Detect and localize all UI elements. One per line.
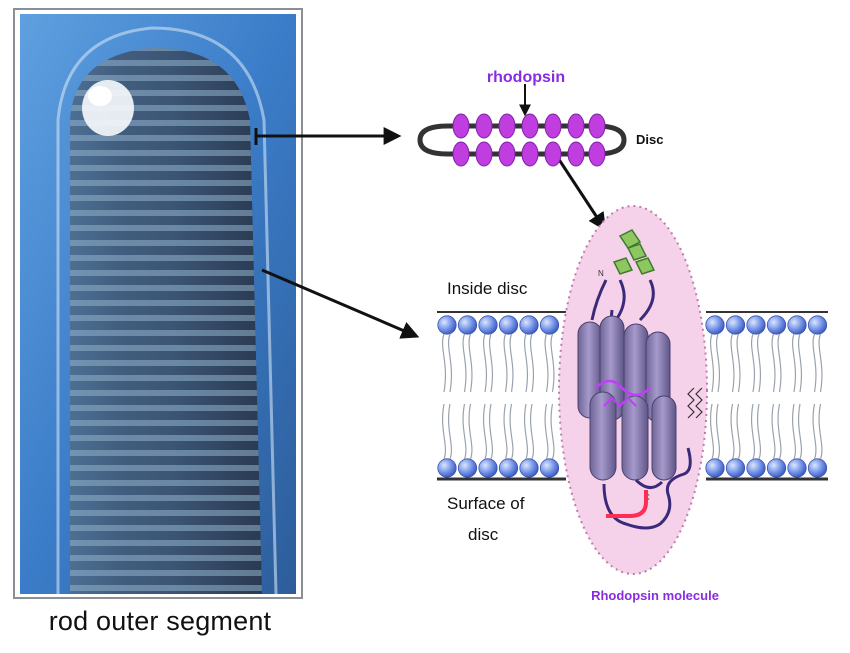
lipid-head <box>705 315 725 335</box>
lipid-tails <box>441 333 823 460</box>
lipid-head <box>457 458 478 478</box>
lipid-head <box>725 315 746 335</box>
lipid-tail <box>462 333 467 393</box>
lipid-head <box>787 315 807 335</box>
lipid-tail <box>791 403 797 460</box>
lipid-head <box>539 315 560 335</box>
c-terminus-tail <box>605 490 648 518</box>
lipid-tail <box>771 403 776 460</box>
lipid-tail <box>488 403 494 460</box>
surface-of-disc-label-line1: Surface of <box>447 494 525 513</box>
lipid-tail <box>468 403 473 460</box>
lipid-tail <box>771 333 776 393</box>
lipid-head <box>705 458 725 478</box>
disc-bottom-rhodopsins <box>452 141 606 167</box>
palmitoyl-zigzag-icon <box>687 387 703 419</box>
lipid-head <box>498 315 519 335</box>
lipid-head <box>807 458 828 478</box>
lipid-tail <box>730 403 735 460</box>
lipid-tail <box>812 333 817 393</box>
lipid-tail <box>818 403 823 460</box>
transmembrane-helices <box>577 315 677 481</box>
lipid-head <box>519 315 539 335</box>
lipid-head <box>498 458 519 478</box>
lipid-tail <box>550 403 555 460</box>
lipid-tail <box>736 333 741 393</box>
disc-diagram <box>417 113 627 167</box>
sugar-chain-icon <box>612 229 656 275</box>
lipid-tail <box>709 333 715 393</box>
lipid-tail <box>715 403 721 460</box>
lipid-tail <box>529 403 535 460</box>
surface-of-disc-label-line2: disc <box>468 525 499 544</box>
disc-label: Disc <box>636 132 663 147</box>
lipid-heads-left-top <box>437 315 560 335</box>
lipid-tail <box>544 333 549 393</box>
lipid-tail <box>756 403 762 460</box>
lipid-tail <box>482 403 488 460</box>
arrows <box>254 84 606 339</box>
lipid-head <box>746 315 766 335</box>
lipid-heads-right-top <box>705 315 828 335</box>
lipid-tail <box>441 403 447 460</box>
lipid-tail <box>447 403 453 460</box>
lipid-tail <box>482 333 488 393</box>
lipid-tail <box>736 403 741 460</box>
lipid-tail <box>709 403 715 460</box>
lipid-head <box>437 315 457 335</box>
lipid-tail <box>509 403 514 460</box>
lipid-tail <box>777 403 782 460</box>
lipid-tail <box>730 333 735 393</box>
lipid-head <box>787 458 807 478</box>
lipid-tail <box>503 333 508 393</box>
lipid-head <box>766 315 787 335</box>
figure-caption: rod outer segment <box>48 606 272 636</box>
rhodopsin-label: rhodopsin <box>487 69 565 86</box>
lipid-tail <box>544 403 549 460</box>
lipid-head <box>766 458 787 478</box>
lipid-head <box>437 458 457 478</box>
lipid-tail <box>818 333 823 393</box>
lipid-head <box>725 458 746 478</box>
lipid-head <box>478 458 498 478</box>
lipid-heads-left-bottom <box>437 458 560 478</box>
lipid-tail <box>529 333 535 393</box>
lipid-tail <box>441 333 447 393</box>
rod-outer-segment-photo <box>20 14 296 595</box>
lipid-tail <box>750 333 756 393</box>
lipid-tail <box>812 403 817 460</box>
rhodopsin-molecule: N C <box>558 205 708 575</box>
rhodopsin-molecule-label: Rhodopsin molecule <box>591 588 719 603</box>
lipid-tail <box>550 333 555 393</box>
lipid-tail <box>503 403 508 460</box>
lipid-tail <box>523 403 529 460</box>
lipid-tail <box>791 333 797 393</box>
lipid-tail <box>488 333 494 393</box>
inside-disc-label: Inside disc <box>447 279 528 298</box>
lipid-head <box>457 315 478 335</box>
lipid-head <box>746 458 766 478</box>
lipid-tail <box>509 333 514 393</box>
lipid-head <box>519 458 539 478</box>
lipid-tail <box>715 333 721 393</box>
lipid-tail <box>447 333 453 393</box>
lipid-tail <box>462 403 467 460</box>
lipid-tail <box>756 333 762 393</box>
lipid-tail <box>750 403 756 460</box>
lipid-tail <box>797 333 803 393</box>
lipid-tail <box>777 333 782 393</box>
n-terminus-marker: N <box>598 269 604 278</box>
lipid-tail <box>468 333 473 393</box>
lipid-head <box>478 315 498 335</box>
lipid-heads-right-bottom <box>705 458 828 478</box>
lipid-tail <box>797 403 803 460</box>
lipid-head <box>807 315 828 335</box>
membrane-bilayer <box>437 311 828 481</box>
lipid-head <box>539 458 560 478</box>
disc-top-rhodopsins <box>452 113 606 139</box>
lipid-tail <box>523 333 529 393</box>
